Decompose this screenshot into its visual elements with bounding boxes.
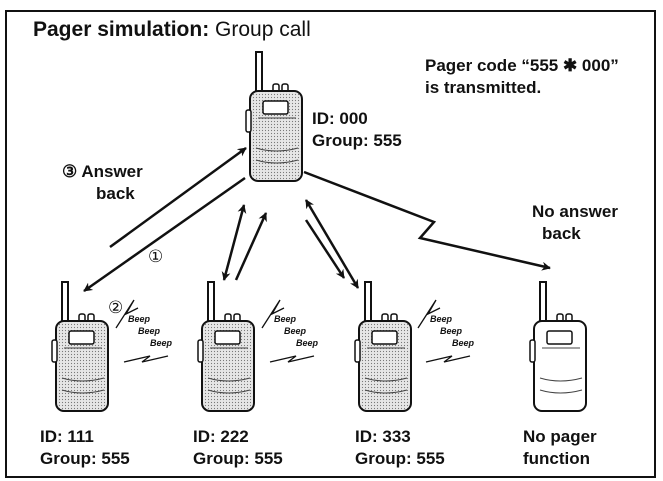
radio-333-icon (355, 282, 411, 411)
call-arrow-222b (236, 213, 266, 280)
svg-text:Beep: Beep (296, 338, 319, 348)
svg-text:Beep: Beep (440, 326, 463, 336)
no-answer-arrow (304, 172, 550, 268)
svg-text:Beep: Beep (274, 314, 297, 324)
step1-marker: ① (148, 247, 163, 267)
svg-text:Beep: Beep (128, 314, 151, 324)
answer-back-arrow (110, 148, 246, 247)
svg-text:Beep: Beep (138, 326, 161, 336)
svg-text:Beep: Beep (430, 314, 453, 324)
master-radio-icon (246, 52, 302, 181)
svg-text:Beep: Beep (150, 338, 173, 348)
call-arrow-111 (84, 178, 245, 291)
beep-signal-222: Beep Beep Beep (262, 300, 319, 362)
svg-text:Beep: Beep (284, 326, 307, 336)
step2-marker: ② (108, 298, 123, 318)
call-arrow-333b (306, 220, 344, 278)
radio-111-icon (52, 282, 108, 411)
beep-signal-333: Beep Beep Beep (418, 300, 475, 362)
svg-text:Beep: Beep (452, 338, 475, 348)
call-arrow-333 (306, 200, 358, 288)
radio-nopager-icon (530, 282, 586, 411)
radio-222-icon (198, 282, 254, 411)
beep-signal-111: Beep Beep Beep (116, 300, 173, 362)
